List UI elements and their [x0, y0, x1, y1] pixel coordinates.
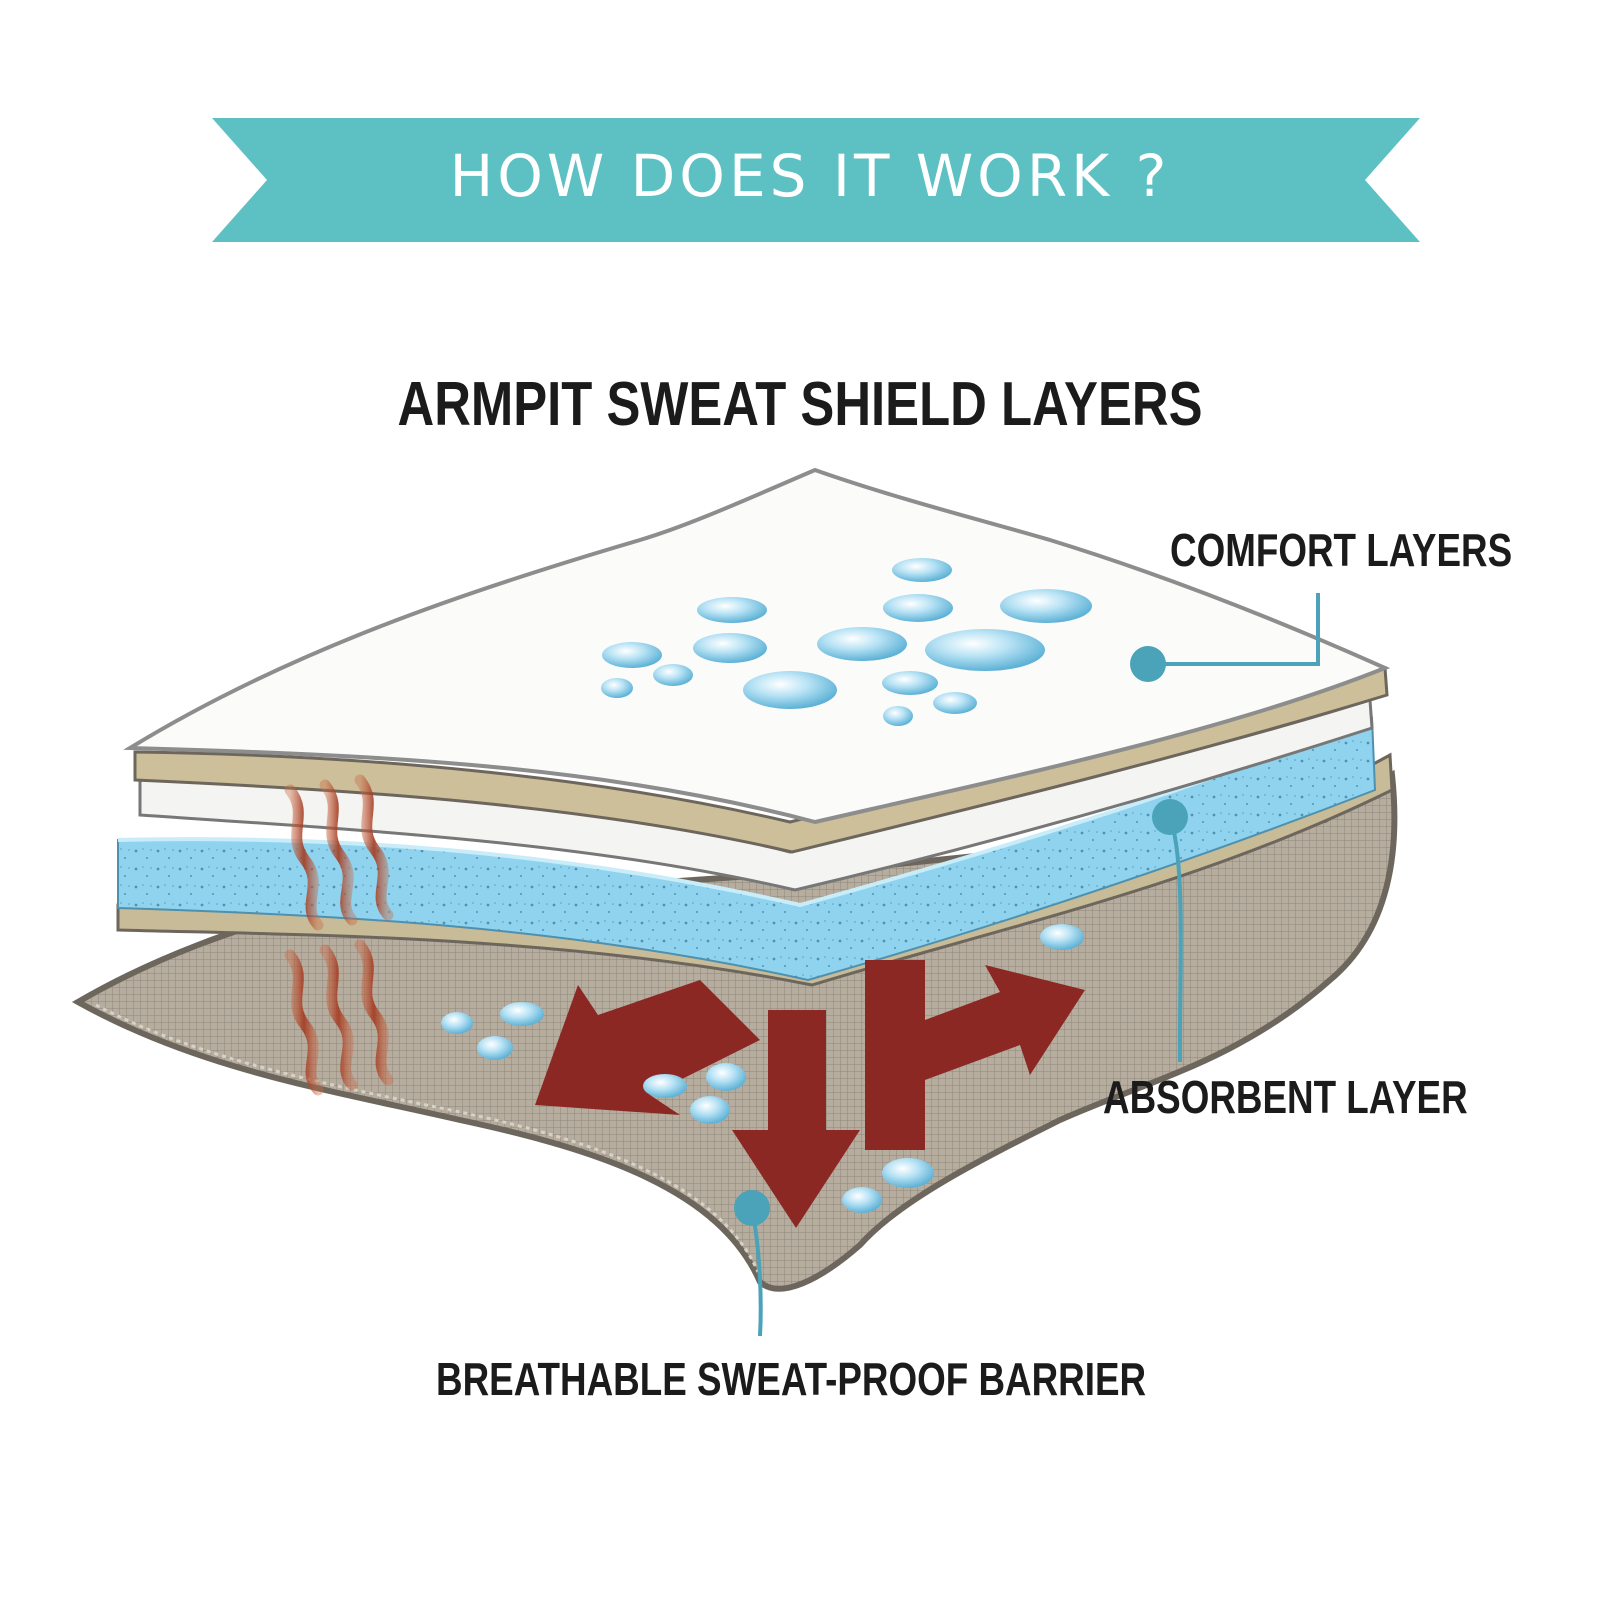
- barrier-label: BREATHABLE SWEAT-PROOF BARRIER: [436, 1353, 1147, 1405]
- barrier-droplets: [441, 924, 1084, 1213]
- pointer-dots: [734, 646, 1188, 1226]
- tan-strip: [133, 666, 1389, 854]
- comfort-droplets: [601, 558, 1092, 726]
- absorbent-pointer-dot: [1152, 799, 1188, 835]
- comfort-layers-label: COMFORT LAYERS: [1170, 524, 1513, 576]
- banner-title: HOW DOES IT WORK ?: [449, 142, 1171, 210]
- flow-arrows: [535, 960, 1085, 1228]
- barrier-pointer-dot: [734, 1190, 770, 1226]
- arrow-down: [732, 1010, 860, 1228]
- comfort-pointer-dot: [1130, 646, 1166, 682]
- arrow-right: [865, 960, 1085, 1150]
- absorbent-layer-label: ABSORBENT LAYER: [1103, 1071, 1468, 1123]
- arrow-left: [535, 980, 760, 1115]
- heat-waves: [284, 774, 394, 1096]
- diagram-title: ARMPIT SWEAT SHIELD LAYERS: [397, 370, 1203, 439]
- comfort-pointer-line: [1148, 593, 1320, 666]
- banner-shape: [212, 118, 1420, 242]
- absorbent-pointer-line: [1168, 816, 1183, 1062]
